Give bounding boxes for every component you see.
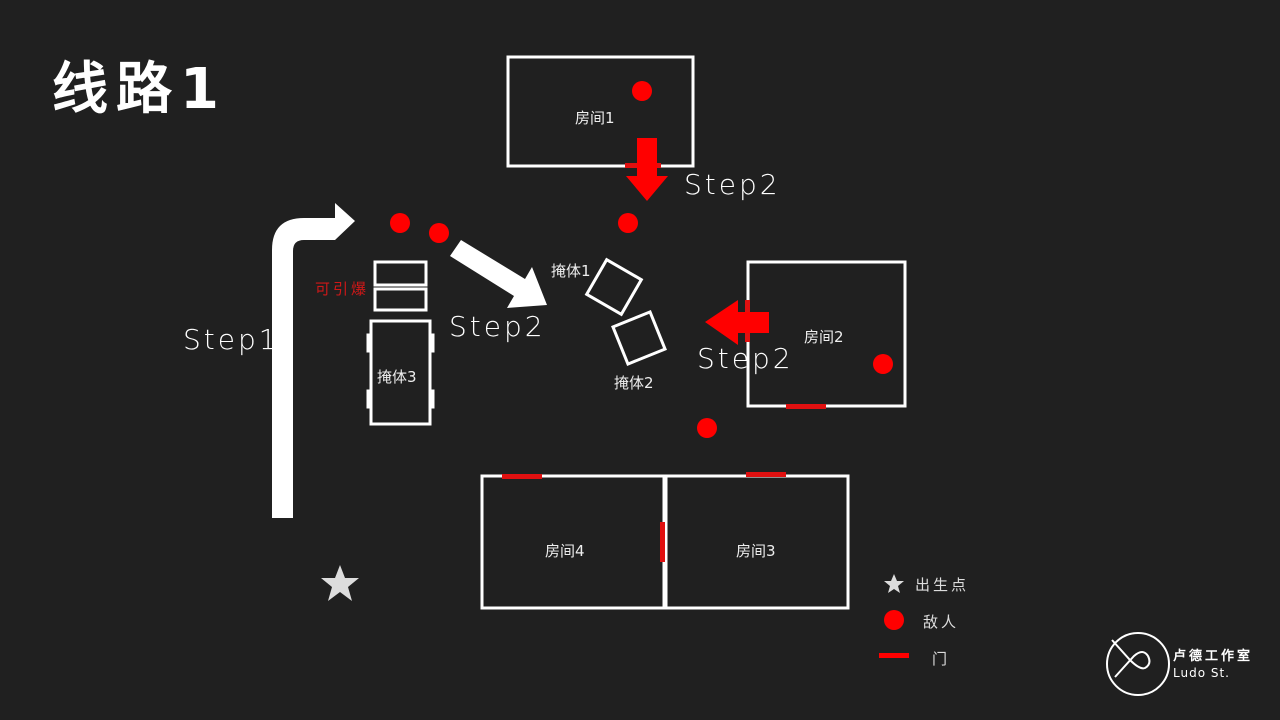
cover-3 <box>366 319 435 426</box>
step2-diagonal-arrow <box>450 240 547 308</box>
enemies <box>390 81 893 438</box>
cover-2-label: 掩体2 <box>614 374 654 392</box>
door <box>786 404 826 409</box>
door <box>660 522 665 562</box>
room-3-label: 房间3 <box>736 542 776 560</box>
step1-arrow <box>272 203 355 518</box>
door <box>502 474 542 479</box>
cover-2 <box>611 310 667 366</box>
page-title: 线路1 <box>52 57 227 122</box>
enemy-dot-icon <box>884 610 904 630</box>
enemy-dot-icon <box>618 213 638 233</box>
step2-down-label: Step2 <box>684 168 781 201</box>
legend-spawn-label: 出生点 <box>915 576 970 594</box>
spawn-star-icon <box>321 565 359 601</box>
logo-name-cn: 卢德工作室 <box>1173 649 1254 664</box>
cover-1 <box>584 257 644 317</box>
step2-down-arrow <box>626 138 668 201</box>
door-line-icon <box>879 653 909 658</box>
enemy-dot-icon <box>632 81 652 101</box>
logo-name-en: Ludo St. <box>1173 666 1230 680</box>
enemy-dot-icon <box>390 213 410 233</box>
star-icon <box>884 574 904 593</box>
enemy-dot-icon <box>429 223 449 243</box>
step2-left-label: Step2 <box>697 342 794 375</box>
legend-door-label: 门 <box>932 650 951 668</box>
explosive-box <box>373 260 428 287</box>
legend-enemy-label: 敌人 <box>923 613 960 631</box>
enemy-dot-icon <box>873 354 893 374</box>
studio-logo <box>1106 632 1170 696</box>
step1-label: Step1 <box>183 323 280 356</box>
room-2-label: 房间2 <box>804 328 844 346</box>
door <box>746 472 786 477</box>
room-1 <box>506 55 695 168</box>
room-1-label: 房间1 <box>575 109 615 127</box>
enemy-dot-icon <box>697 418 717 438</box>
step2-left-arrow <box>705 300 769 345</box>
room-4-label: 房间4 <box>545 542 585 560</box>
step2-diagonal-label: Step2 <box>449 310 546 343</box>
explosive-label: 可引爆 <box>315 280 370 298</box>
explosive-box <box>373 287 428 312</box>
cover-1-label: 掩体1 <box>551 262 591 280</box>
cover-3-label: 掩体3 <box>377 368 417 386</box>
